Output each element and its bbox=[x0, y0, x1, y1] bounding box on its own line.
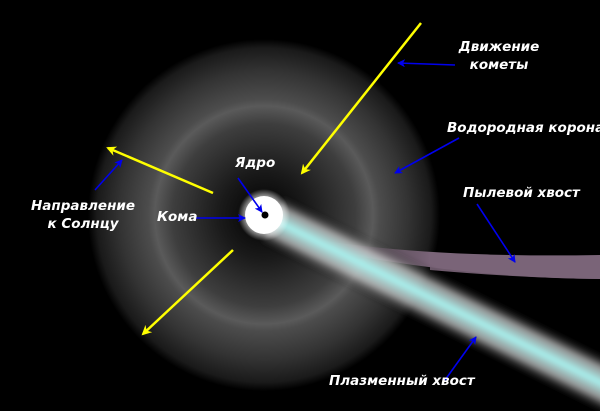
sun-direction-label: Направление к Солнцу bbox=[28, 197, 138, 233]
nucleus bbox=[261, 211, 269, 219]
comet-motion-pointer bbox=[397, 59, 456, 68]
hydrogen-corona-pointer bbox=[394, 137, 460, 174]
comet-motion-label-line1: Движение bbox=[458, 39, 540, 55]
nucleus-pointer bbox=[237, 177, 263, 213]
comet-motion-label: Движение кометы bbox=[455, 38, 543, 74]
sun-direction-label-line1: Направление bbox=[30, 198, 136, 214]
dust-tail-pointer bbox=[476, 203, 516, 263]
plasma-tail bbox=[260, 194, 600, 411]
sun-direction-pointer bbox=[94, 159, 123, 191]
hydrogen-corona-label: Водородная корона bbox=[447, 120, 600, 136]
sun-direction-arrow bbox=[106, 146, 214, 195]
plasma-tail-label: Плазменный хвост bbox=[329, 373, 475, 389]
comet-motion-arrow bbox=[300, 22, 422, 175]
coma-label: Кома bbox=[157, 209, 198, 225]
nucleus-label: Ядро bbox=[235, 155, 276, 171]
comet-motion-label-line2: кометы bbox=[469, 57, 529, 73]
dust-tail-label: Пылевой хвост bbox=[463, 185, 580, 201]
outflow-arrow bbox=[141, 249, 234, 336]
sun-direction-label-line2: к Солнцу bbox=[47, 216, 119, 232]
plasma-tail-pointer bbox=[444, 336, 477, 381]
